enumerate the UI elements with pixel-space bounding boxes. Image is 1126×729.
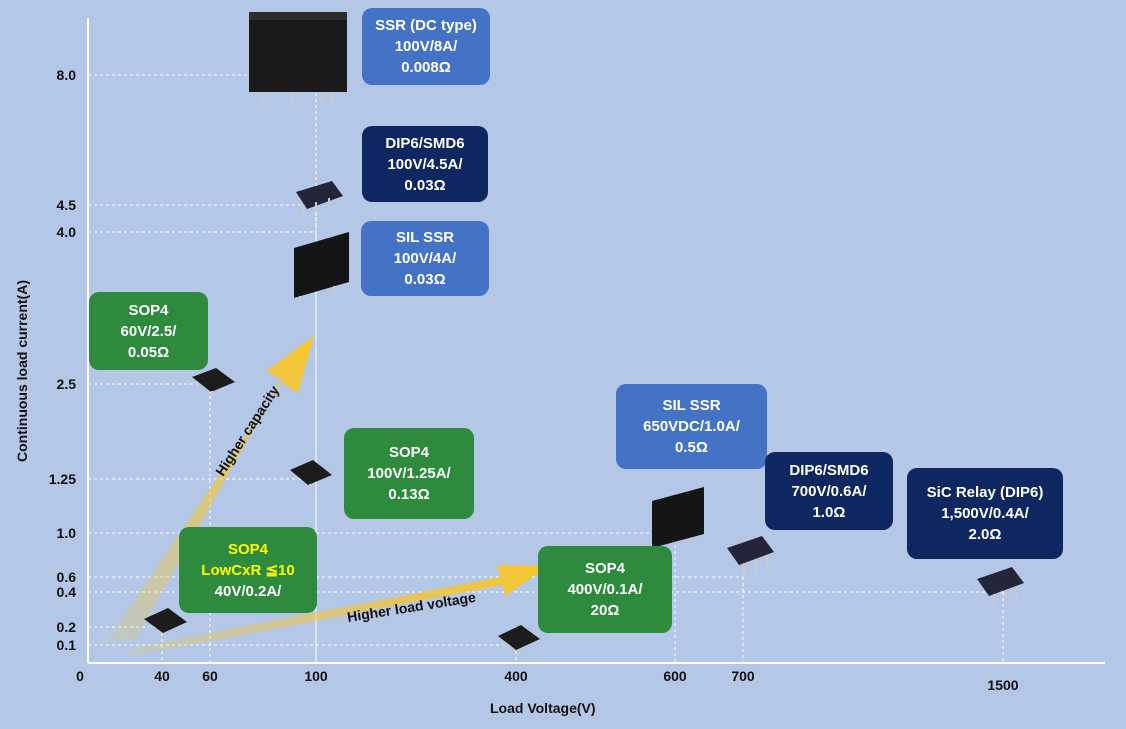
y-tick-labels: 0.1 0.2 0.40.6 1.0 1.25 2.5 4.0 4.5 8.0 [49, 67, 76, 653]
box-sil-100v-line-1: SIL SSR [395, 229, 455, 246]
box-sop4-40v-line-1: SOP4 [227, 540, 269, 558]
x-tick-label: 400 [504, 668, 528, 684]
box-sop4-100v-line-2: 100V/1.25A/ [367, 465, 451, 482]
sil-650v-device-icon [652, 487, 704, 553]
box-sop4-400v-line-1: SOP4 [584, 560, 626, 577]
box-sic-1500v-line-2: 1,500V/0.4A/ [941, 505, 1029, 522]
y-tick-label: 0.6 [57, 569, 77, 585]
box-ssr-dc-line-1: SSR (DC type) [375, 17, 477, 34]
box-sop4-40v: SOP4 LowCxR ≦10 40V/0.2A/ [179, 527, 317, 613]
higher-load-voltage-arrow [128, 565, 548, 657]
box-sop4-60v-line-3: 0.05Ω [127, 343, 170, 361]
box-dip6-700v: DIP6/SMD6 700V/0.6A/ 1.0Ω [765, 452, 893, 530]
box-dip6-700v-line-2: 700V/0.6A/ [791, 482, 867, 500]
box-sop4-60v-line-1: SOP4 [128, 301, 169, 319]
box-sop4-60v-line-2: 60V/2.5/ [120, 322, 177, 340]
box-sop4-40v-line-2: LowCxR ≦10 [201, 561, 295, 579]
box-ssr-dc-line-2: 100V/8A/ [394, 38, 458, 55]
y-axis-title: Continuous load current(A) [14, 280, 30, 462]
box-ssr-dc: SSR (DC type) 100V/8A/ 0.008Ω [362, 8, 490, 85]
x-tick-label: 40 [154, 668, 170, 684]
y-tick-label: 2.5 [57, 376, 77, 392]
box-sic-1500v-line-3: 2.0Ω [968, 526, 1002, 543]
y-tick-label: 0.1 [57, 637, 77, 653]
box-sop4-100v-line-1: SOP4 [388, 444, 430, 461]
sop4-100v-device-icon [290, 460, 332, 490]
y-tick-label: 4.5 [57, 197, 77, 213]
box-sil-650v-line-1: SIL SSR [662, 397, 721, 414]
box-dip6-100v-line-3: 0.03Ω [404, 176, 446, 194]
x-tick-label: 700 [731, 668, 755, 684]
box-dip6-100v-line-1: DIP6/SMD6 [385, 134, 465, 152]
box-sop4-100v: SOP4 100V/1.25A/ 0.13Ω [344, 428, 474, 519]
y-tick-label: 0.4 [57, 584, 77, 600]
sic-1500v-device-icon [977, 567, 1024, 606]
box-sil-650v: SIL SSR 650VDC/1.0A/ 0.5Ω [616, 384, 767, 469]
box-sic-1500v: SiC Relay (DIP6) 1,500V/0.4A/ 2.0Ω [907, 468, 1063, 559]
box-dip6-700v-line-1: DIP6/SMD6 [789, 461, 869, 479]
box-sil-100v-line-3: 0.03Ω [404, 271, 446, 288]
box-sop4-100v-line-3: 0.13Ω [388, 486, 430, 503]
box-sil-650v-line-2: 650VDC/1.0A/ [643, 418, 740, 435]
box-ssr-dc-line-3: 0.008Ω [401, 59, 451, 76]
dip6-700v-device-icon [727, 536, 774, 576]
box-sop4-400v-line-2: 400V/0.1A/ [567, 581, 643, 598]
sil-100v-device-icon [294, 232, 349, 302]
y-tick-label: 8.0 [57, 67, 77, 83]
x-tick-labels: 0 40 60 100 400 600 700 1500 [76, 668, 1019, 693]
x-axis-title: Load Voltage(V) [490, 700, 596, 716]
box-sil-100v-line-2: 100V/4A/ [393, 250, 457, 267]
box-sil-650v-line-3: 0.5Ω [675, 439, 708, 456]
y-tick-label: 0.2 [57, 619, 77, 635]
box-sic-1500v-line-1: SiC Relay (DIP6) [926, 484, 1044, 501]
x-tick-label: 600 [663, 668, 687, 684]
dip6-100v-device-icon [296, 181, 343, 214]
sop4-40v-device-icon [144, 608, 187, 639]
box-sil-100v: SIL SSR 100V/4A/ 0.03Ω [361, 221, 489, 296]
y-tick-label: 1.25 [49, 471, 76, 487]
sop4-400v-device-icon [498, 625, 540, 656]
ssr-dc-device-icon [249, 12, 347, 103]
box-sop4-400v: SOP4 400V/0.1A/ 20Ω [538, 546, 672, 633]
sop4-60v-device-icon [192, 368, 235, 397]
x-tick-label: 60 [202, 668, 218, 684]
higher-capacity-label: Higher capacity [212, 382, 282, 478]
box-dip6-700v-line-3: 1.0Ω [812, 503, 846, 521]
box-sop4-400v-line-3: 20Ω [590, 602, 620, 619]
box-sop4-60v: SOP4 60V/2.5/ 0.05Ω [89, 292, 208, 370]
x-tick-label: 0 [76, 668, 84, 684]
higher-capacity-arrow [106, 336, 314, 642]
box-dip6-100v: DIP6/SMD6 100V/4.5A/ 0.03Ω [362, 126, 488, 202]
box-dip6-100v-line-2: 100V/4.5A/ [387, 155, 463, 173]
x-tick-label: 1500 [987, 677, 1018, 693]
y-tick-label: 1.0 [57, 525, 77, 541]
x-tick-label: 100 [304, 668, 328, 684]
box-sop4-40v-line-3: 40V/0.2A/ [214, 582, 282, 600]
y-tick-label: 4.0 [57, 224, 77, 240]
